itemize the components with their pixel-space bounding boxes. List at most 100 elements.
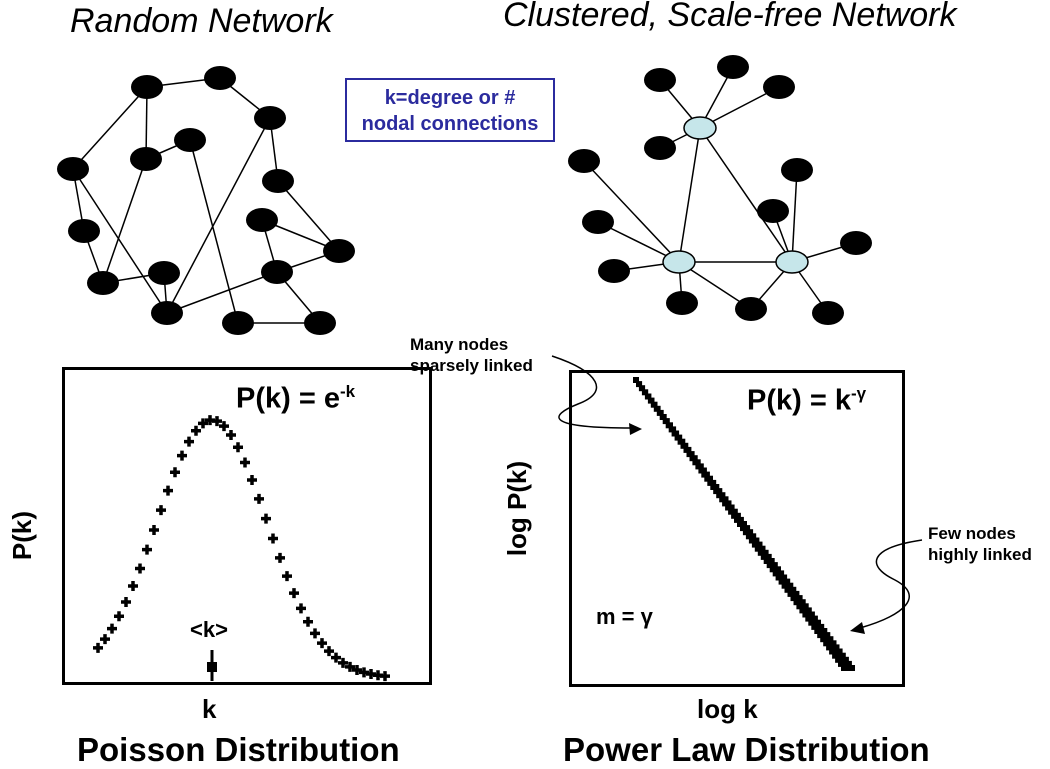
powerlaw-point [805, 615, 818, 622]
powerlaw-point [689, 455, 698, 462]
powerlaw-formula: P(k) = k-γ [747, 384, 866, 418]
few-nodes-line-2: highly linked [928, 545, 1032, 564]
poisson-point [93, 642, 103, 653]
few-nodes-line-1: Few nodes [928, 524, 1016, 543]
poisson-point [289, 588, 299, 599]
powerlaw-point [707, 479, 717, 486]
many-nodes-line-2: sparsely linked [410, 356, 533, 375]
leaf-node [781, 158, 813, 182]
powerlaw-point [692, 459, 701, 466]
powerlaw-point [787, 590, 800, 597]
random-network-nodes [57, 66, 355, 335]
leaf-node [644, 136, 676, 160]
random-node [323, 239, 355, 263]
powerlaw-point [799, 607, 812, 614]
powerlaw-point [832, 652, 846, 659]
leaf-node [644, 68, 676, 92]
random-node [87, 271, 119, 295]
powerlaw-point [742, 529, 754, 536]
poisson-point [184, 436, 194, 447]
poisson-point [303, 616, 313, 627]
powerlaw-point [817, 632, 831, 639]
powerlaw-point [686, 451, 695, 458]
powerlaw-point [722, 500, 732, 507]
poisson-point [310, 628, 320, 639]
random-node [262, 169, 294, 193]
powerlaw-point [757, 549, 769, 556]
powerlaw-point [737, 521, 747, 527]
powerlaw-point [748, 537, 760, 544]
leaf-node [717, 55, 749, 79]
powerlaw-point [820, 636, 834, 643]
random-node [148, 261, 180, 285]
powerlaw-point [769, 566, 781, 573]
leaf-node [763, 75, 795, 99]
poisson-mean-label: <k> [190, 617, 228, 642]
many-nodes-arrowhead [629, 423, 642, 435]
powerlaw-point [835, 656, 849, 663]
powerlaw-point [745, 533, 757, 540]
powerlaw-point [811, 623, 825, 630]
many-nodes-callout: Many nodes sparsely linked [410, 334, 533, 376]
random-node [304, 311, 336, 335]
powerlaw-point [808, 619, 821, 626]
powerlaw-point [653, 405, 661, 412]
powerlaw-caption: Power Law Distribution [563, 731, 930, 768]
poisson-caption: Poisson Distribution [77, 731, 400, 768]
powerlaw-point [650, 401, 658, 408]
poisson-point [198, 418, 208, 429]
powerlaw-point [734, 516, 744, 523]
powerlaw-point [633, 377, 639, 383]
random-network-title: Random Network [70, 2, 333, 40]
powerlaw-point [763, 558, 775, 564]
powerlaw-point [680, 442, 689, 449]
poisson-point [135, 563, 145, 574]
powerlaw-point [754, 545, 766, 552]
poisson-point [282, 571, 292, 582]
powerlaw-point [823, 640, 837, 647]
powerlaw-point [796, 603, 809, 610]
few-nodes-arrow [859, 539, 923, 629]
poisson-x-label: k [202, 694, 217, 724]
many-nodes-line-1: Many nodes [410, 335, 509, 354]
powerlaw-point [731, 512, 741, 519]
powerlaw-point [674, 434, 683, 441]
powerlaw-point [636, 381, 643, 388]
random-node [222, 311, 254, 335]
powerlaw-x-label: log k [697, 694, 758, 724]
poisson-point [247, 474, 257, 485]
poisson-point [163, 485, 173, 496]
powerlaw-point [790, 595, 803, 602]
leaf-node [735, 297, 767, 321]
random-node [57, 157, 89, 181]
powerlaw-formula-exp: -γ [850, 384, 867, 403]
random-node [68, 219, 100, 243]
poisson-point [226, 429, 236, 440]
hub-node [662, 250, 696, 274]
powerlaw-point [713, 488, 723, 495]
powerlaw-point [665, 422, 673, 429]
poisson-point [177, 450, 187, 461]
leaf-node [757, 199, 789, 223]
powerlaw-point [662, 418, 670, 425]
leaf-node [568, 149, 600, 173]
hub-node [683, 116, 717, 140]
powerlaw-point [793, 599, 806, 606]
powerlaw-point [683, 446, 692, 453]
poisson-point [261, 513, 271, 524]
random-node [246, 208, 278, 232]
poisson-point [149, 525, 159, 536]
powerlaw-point [781, 582, 794, 589]
powerlaw-point [778, 578, 791, 585]
poisson-point [219, 421, 229, 432]
powerlaw-point [698, 467, 707, 474]
few-nodes-callout: Few nodes highly linked [928, 523, 1032, 565]
poisson-formula: P(k) = e-k [236, 382, 355, 416]
many-nodes-arrow [551, 355, 633, 429]
poisson-point [338, 657, 348, 668]
poisson-point [345, 661, 355, 672]
powerlaw-point [638, 385, 646, 392]
powerlaw-point [841, 665, 855, 671]
poisson-point [128, 581, 138, 592]
